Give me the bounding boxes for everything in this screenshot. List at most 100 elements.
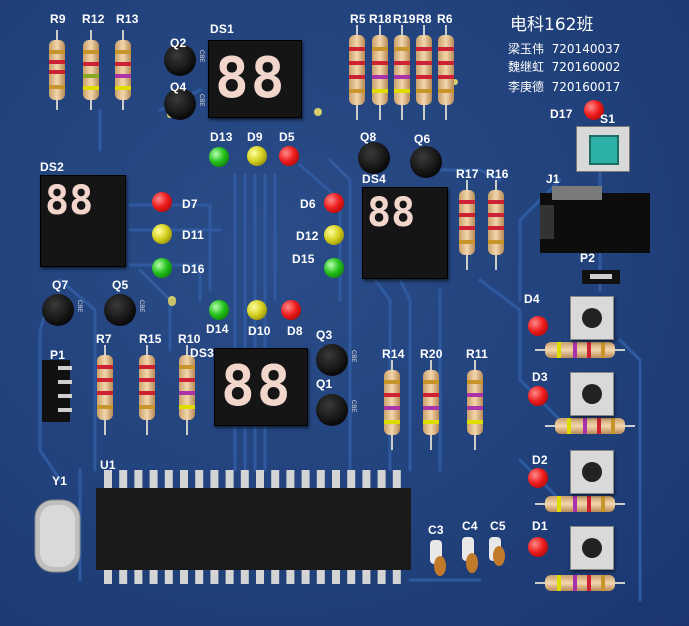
ic-pin [377, 470, 386, 488]
label-d3: D3 [532, 370, 548, 384]
resistor-r14 [384, 360, 400, 450]
ic-pin [347, 470, 356, 488]
display-digits: 88 [367, 190, 416, 236]
ic-pin [316, 570, 325, 584]
led-d6 [324, 193, 344, 213]
ic-pin [392, 570, 401, 584]
label-d4: D4 [524, 292, 540, 306]
header-p1 [42, 360, 72, 422]
ic-pin [332, 570, 340, 584]
transistor-q4: CBE [164, 88, 204, 120]
push-button[interactable] [570, 450, 614, 494]
ic-pin [149, 470, 158, 488]
led-d1 [528, 537, 548, 557]
label-r5: R5 [350, 12, 366, 26]
label-r13: R13 [116, 12, 139, 26]
switch-cap [589, 135, 619, 165]
member-row: 魏继虹 720160002 [508, 58, 620, 75]
switch-s1[interactable] [576, 126, 630, 172]
resistor-r13 [115, 30, 131, 110]
ic-pin [347, 570, 356, 584]
transistor-q2: CBE [164, 44, 204, 76]
label-r10: R10 [178, 332, 201, 346]
ic-pin [210, 570, 219, 584]
label-d8: D8 [287, 324, 303, 338]
led-d14 [209, 300, 229, 320]
ic-pin [271, 570, 280, 584]
label-d9: D9 [247, 130, 263, 144]
dc-jack-j1 [540, 186, 650, 253]
ic-pin [392, 470, 401, 488]
label-r9: R9 [50, 12, 66, 26]
ic-pin [134, 470, 143, 488]
capacitor-c5 [489, 537, 505, 566]
resistor-r7 [97, 345, 113, 435]
ic-pin [134, 570, 143, 584]
ic-pin [316, 470, 325, 488]
ic-pin [195, 570, 204, 584]
resistor-r6 [438, 25, 454, 120]
resistor-r10 [179, 345, 195, 435]
label-d16: D16 [182, 262, 205, 276]
board-title: 电科162班 [510, 15, 594, 35]
push-button[interactable] [570, 372, 614, 416]
pin-label: CBE [350, 400, 356, 413]
via-pad [168, 298, 176, 306]
push-button[interactable] [570, 526, 614, 570]
pin-label: CBE [138, 300, 144, 313]
display-ds2: 88 [40, 175, 126, 267]
display-digits: 88 [221, 354, 293, 419]
ic-pin [362, 470, 371, 488]
ic-pin [180, 570, 188, 584]
transistor-q1: CBE [316, 394, 356, 426]
push-button[interactable] [570, 296, 614, 340]
pin-label: CBE [198, 94, 204, 107]
label-j1: J1 [546, 172, 560, 186]
resistor-r15 [139, 345, 155, 435]
ic-pin [301, 570, 310, 584]
resistor-r20 [423, 360, 439, 450]
label-q3: Q3 [316, 328, 333, 342]
label-r16: R16 [486, 167, 509, 181]
member-id: 720160017 [551, 80, 621, 94]
label-d15: D15 [292, 252, 315, 266]
pin-label: CBE [76, 300, 82, 313]
transistor-q5: CBE [104, 294, 144, 326]
led-d8 [281, 300, 301, 320]
pin-label: CBE [350, 350, 356, 363]
label-p1: P1 [50, 348, 66, 362]
label-d5: D5 [279, 130, 295, 144]
member-id: 720140037 [551, 42, 621, 56]
ic-pin [104, 470, 112, 488]
ic-pin [332, 470, 340, 488]
label-r17: R17 [456, 167, 479, 181]
ic-pin [195, 470, 204, 488]
ic-pin [286, 570, 295, 584]
resistor-r19 [394, 25, 410, 120]
label-ds2: DS2 [40, 160, 64, 174]
label-d6: D6 [300, 197, 316, 211]
ic-pin [271, 470, 280, 488]
capacitor-c3 [430, 540, 446, 576]
resistor-horizontal [535, 496, 625, 512]
label-q2: Q2 [170, 36, 187, 50]
resistor-r18 [372, 25, 388, 120]
led-d11 [152, 224, 172, 244]
ic-pin [286, 470, 295, 488]
led-d12 [324, 225, 344, 245]
member-row: 李庚德 720160017 [508, 78, 620, 95]
led-d3 [528, 386, 548, 406]
ic-pin [362, 570, 371, 584]
member-name: 梁玉伟 [508, 42, 545, 56]
ic-pin [149, 570, 158, 584]
crystal-y1 [34, 499, 81, 573]
label-s1: S1 [600, 112, 616, 126]
resistor-horizontal [535, 575, 625, 591]
ic-pin [104, 570, 112, 584]
label-r6: R6 [437, 12, 453, 26]
resistor-r16 [488, 180, 504, 270]
label-d13: D13 [210, 130, 233, 144]
member-id: 720160002 [551, 60, 621, 74]
